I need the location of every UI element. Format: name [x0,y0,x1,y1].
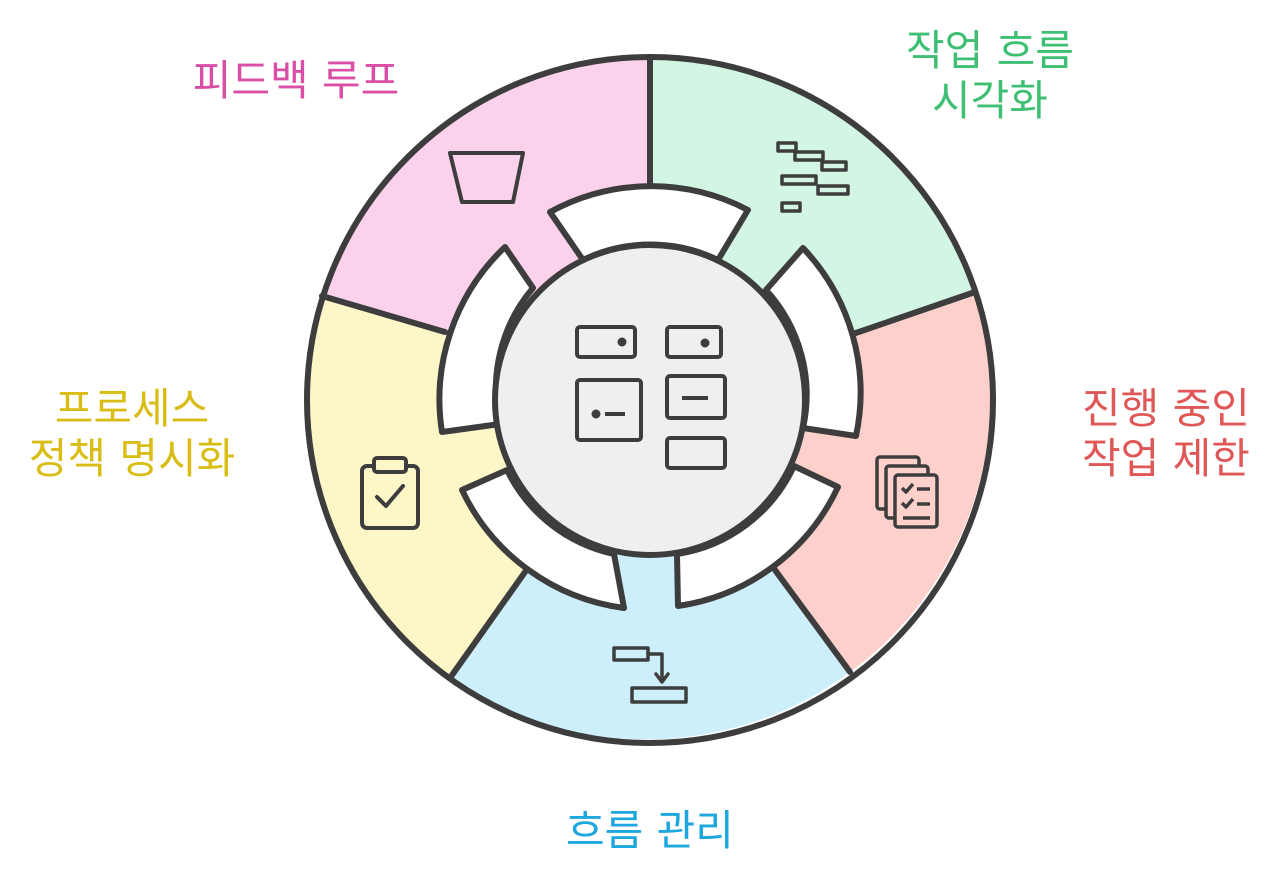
label-line: 작업 흐름 [906,26,1074,75]
flow-arrow-icon [612,646,688,704]
divider-line [847,289,978,338]
stacked-docs-icon [875,455,939,529]
label-explicit-policies: 프로세스 정책 명시화 [12,384,252,485]
label-line: 시각화 [932,76,1048,126]
inner-arc-right [763,245,864,439]
clipboard-check-icon [360,456,420,530]
label-limit-wip: 진행 중인 작업 제한 [1060,384,1272,485]
label-visualize-workflow: 작업 흐름 시각화 [890,26,1090,127]
label-line: 진행 중인 [1082,384,1250,433]
label-line: 피드백 루프 [192,56,400,105]
divider-line [447,569,528,681]
center-hub [492,242,808,558]
divider-line [319,293,448,335]
kanban-board-icon [575,325,727,470]
funnel-icon [448,151,525,204]
label-feedback-loop: 피드백 루프 [180,56,412,106]
inner-arc-bottom-left [459,467,627,611]
outer-ring [304,54,996,746]
label-line: 작업 제한 [1082,434,1250,484]
divider-line [772,567,853,675]
label-line: 정책 명시화 [28,434,236,484]
segment-flow [450,400,850,740]
label-line: 프로세스 [54,384,210,433]
label-manage-flow: 흐름 관리 [545,806,755,856]
gantt-icon [776,141,850,213]
label-line: 흐름 관리 [566,806,734,855]
